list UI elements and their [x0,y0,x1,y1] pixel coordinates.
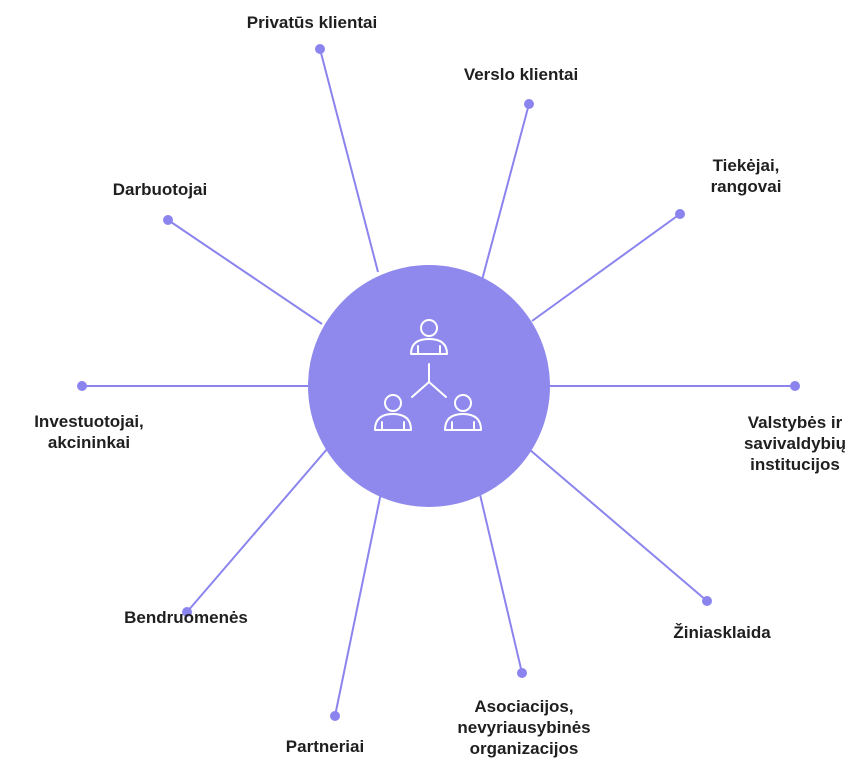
label-darbuotojai: Darbuotojai [112,180,208,199]
label-ziniasklaida: Žiniasklaida [673,623,771,642]
spoke-valstybes-institucijos [550,381,800,391]
label-investuotojai: Investuotojai, akcininkai [34,412,144,452]
label-verslo-klientai: Verslo klientai [463,65,579,84]
label-tiekejai-rangovai: Tiekėjai, rangovai [710,156,782,196]
label-partneriai: Partneriai [285,737,365,756]
hub-circle [308,265,550,507]
spoke-darbuotojai [163,215,323,325]
spoke-tiekejai-rangovai [531,209,685,322]
spoke-ziniasklaida [515,437,712,606]
label-privatus-klientai: Privatūs klientai [246,13,378,32]
label-bendruomenes: Bendruomenės [124,608,248,627]
spoke-privatus-klientai [315,44,379,273]
spoke-verslo-klientai [481,99,534,281]
people-network-icon [374,319,482,431]
spoke-investuotojai [77,381,308,391]
spoke-bendruomenes [182,433,341,617]
label-valstybes-institucijos: Valstybės ir savivaldybių institucijos [743,413,847,474]
label-asociacijos: Asociacijos, nevyriausybinės organizacij… [457,697,591,758]
